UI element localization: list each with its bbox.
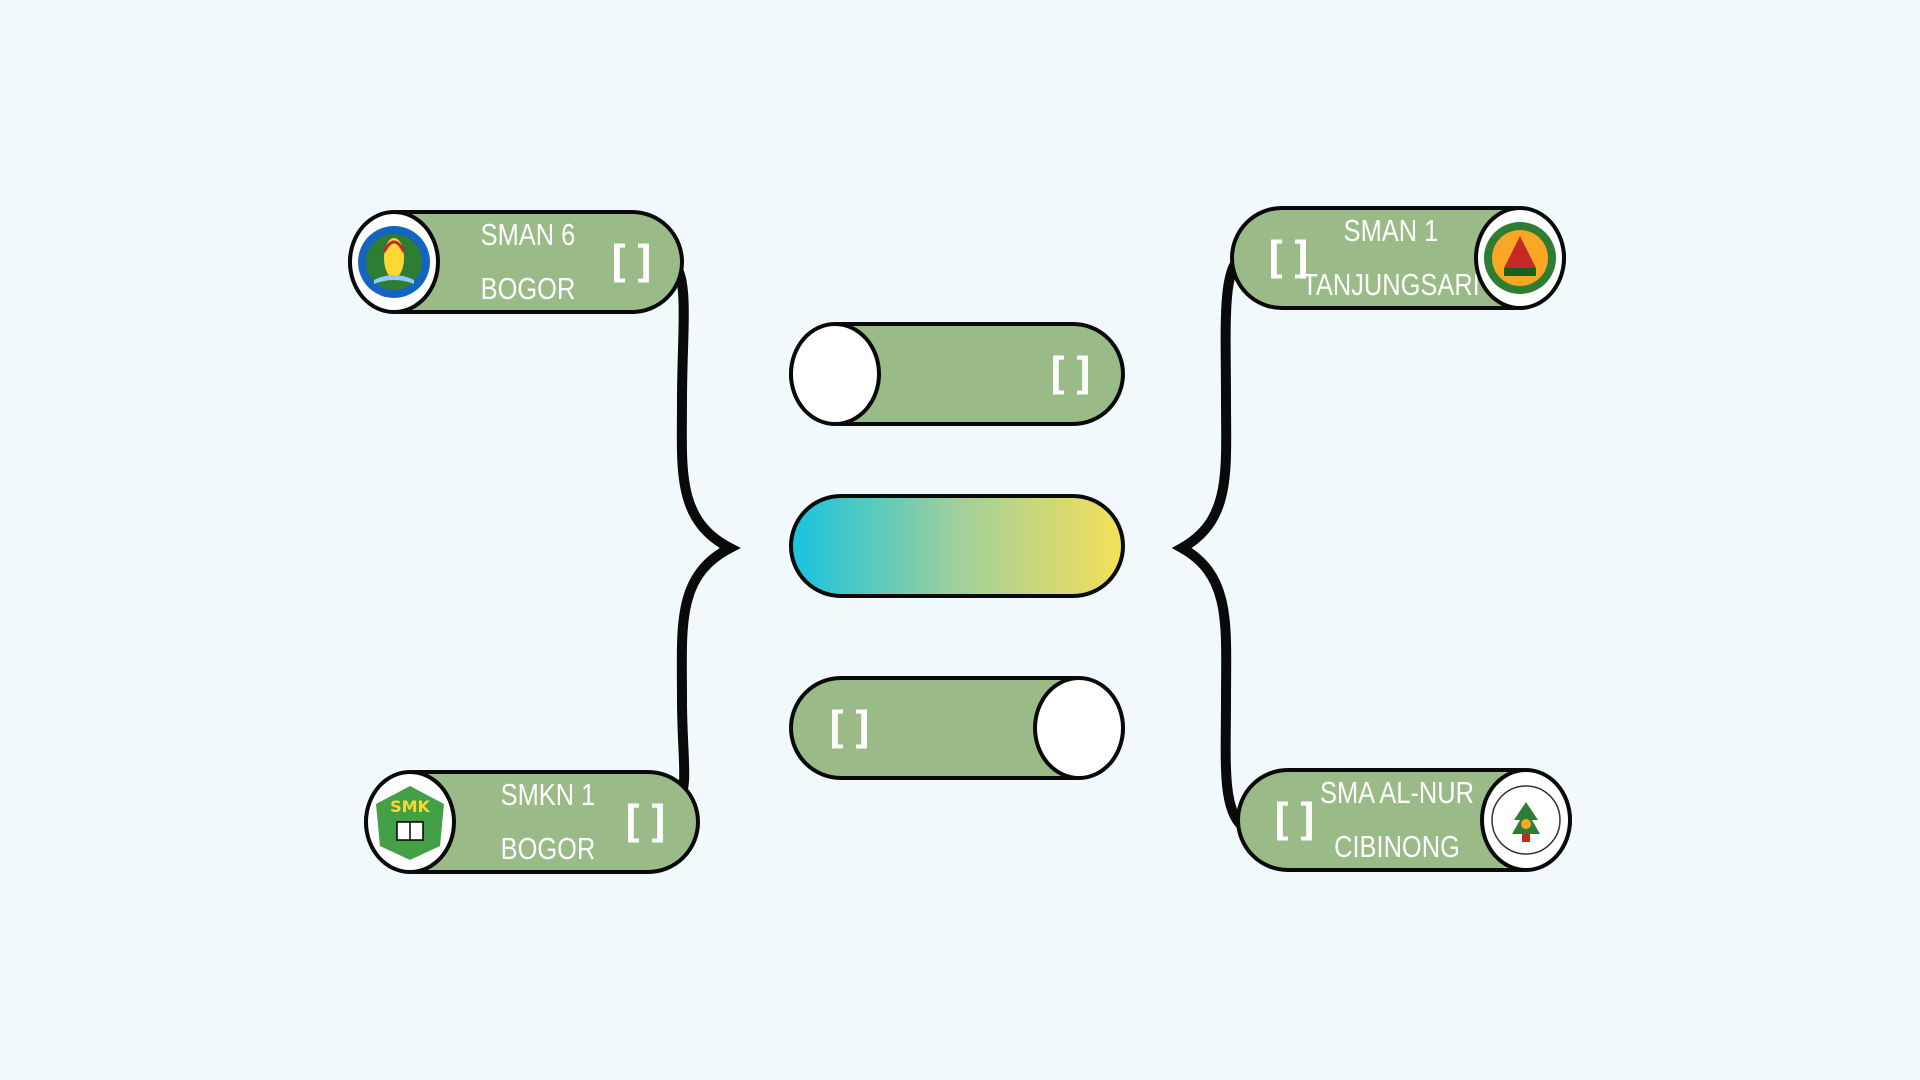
svg-text:SMK: SMK [390, 797, 430, 816]
team-name: SMAN 6 BOGOR [459, 214, 597, 310]
team-card-smkn-1-bogor[interactable]: SMK SMKN 1 BOGOR [] [364, 770, 700, 874]
team-name-line1: SMA AL-NUR [1320, 775, 1474, 810]
sman-1-tanjungsari-logo-icon [1474, 206, 1566, 310]
team-name-line2: BOGOR [500, 831, 596, 866]
smkn-1-bogor-logo-icon: SMK [364, 770, 456, 874]
team-name-line1: SMAN 6 [480, 217, 576, 252]
team-score: [] [1262, 232, 1315, 284]
empty-logo-circle [789, 322, 881, 426]
team-score: [] [823, 702, 876, 754]
final-slot-left-winner[interactable]: [] [789, 322, 1125, 426]
team-name: SMKN 1 BOGOR [479, 774, 617, 870]
empty-logo-circle [1033, 676, 1125, 780]
team-score: [] [1044, 348, 1097, 400]
team-score: [] [619, 796, 672, 848]
team-card-sma-al-nur-cibinong[interactable]: [] SMA AL-NUR CIBINONG [1236, 768, 1572, 872]
championship-bar [789, 494, 1125, 598]
team-name-line2: BOGOR [480, 271, 576, 306]
team-score: [] [1268, 794, 1321, 846]
left-brace-line [667, 257, 741, 807]
team-name-line2: CIBINONG [1334, 829, 1460, 864]
final-slot-right-winner[interactable]: [] [789, 676, 1125, 780]
right-brace-line [1171, 253, 1247, 831]
team-score: [] [605, 236, 658, 288]
team-card-sman-6-bogor[interactable]: SMAN 6 BOGOR [] [348, 210, 684, 314]
team-name-line1: SMAN 1 [1343, 213, 1439, 248]
team-name: SMAN 1 TANJUNGSARI [1302, 210, 1479, 306]
sman-6-bogor-logo-icon [348, 210, 440, 314]
team-name-line1: SMKN 1 [500, 777, 596, 812]
team-name: SMA AL-NUR CIBINONG [1320, 772, 1474, 868]
team-card-sman-1-tanjungsari[interactable]: [] SMAN 1 TANJUNGSARI [1230, 206, 1566, 310]
sma-al-nur-cibinong-logo-icon [1480, 768, 1572, 872]
team-name-line2: TANJUNGSARI [1302, 267, 1480, 302]
